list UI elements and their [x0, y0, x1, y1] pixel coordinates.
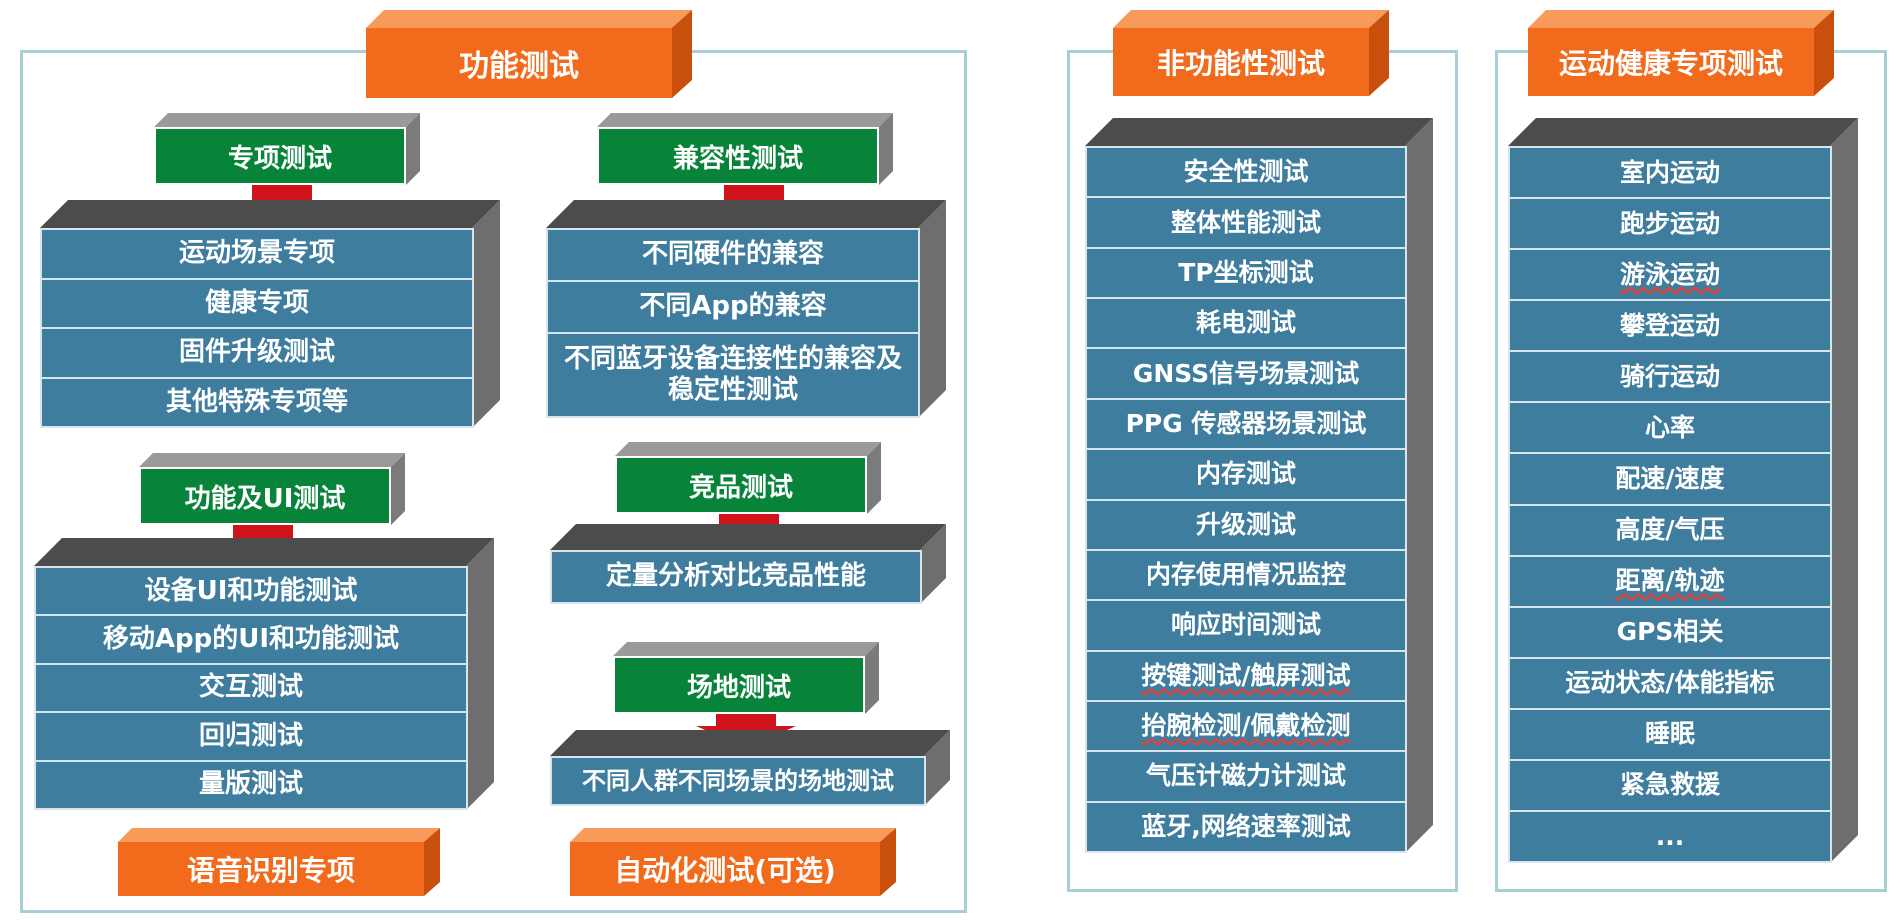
list-item: 骑行运动 — [1510, 350, 1830, 401]
list-item: 定量分析对比竞品性能 — [605, 561, 866, 592]
list-item: 游泳运动 — [1510, 248, 1830, 299]
list-item: PPG 传感器场景测试 — [1087, 397, 1405, 448]
special-box: 运动场景专项 健康专项 固件升级测试 其他特殊专项等 — [40, 200, 500, 428]
field-box: 不同人群不同场景的场地测试 — [550, 730, 950, 806]
list-item: 不同硬件的兼容 — [641, 239, 824, 270]
functional-title: 功能测试 — [366, 28, 672, 98]
list-item: 心率 — [1510, 401, 1830, 452]
compat-header: 兼容性测试 — [597, 127, 879, 185]
field-header-block: 场地测试 — [613, 642, 879, 714]
list-item: 跑步运动 — [1510, 197, 1830, 248]
list-item: 健康专项 — [42, 277, 472, 328]
list-item: GNSS信号场景测试 — [1087, 347, 1405, 397]
competitor-box: 定量分析对比竞品性能 — [550, 524, 946, 604]
list-item: 整体性能测试 — [1087, 196, 1405, 246]
ui-box: 设备UI和功能测试 移动App的UI和功能测试 交互测试 回归测试 量版测试 — [34, 538, 494, 810]
list-item: 蓝牙,网络速率测试 — [1087, 800, 1405, 851]
list-item: TP坐标测试 — [1087, 246, 1405, 297]
list-item: GPS相关 — [1510, 605, 1830, 657]
nonfunctional-title-block: 非功能性测试 — [1113, 10, 1389, 96]
special-header-block: 专项测试 — [154, 113, 420, 185]
ui-header-block: 功能及UI测试 — [139, 453, 405, 525]
list-item: 耗电测试 — [1087, 297, 1405, 347]
list-item: 移动App的UI和功能测试 — [36, 614, 466, 662]
list-item: 运动状态/体能指标 — [1510, 656, 1830, 708]
list-item: 配速/速度 — [1510, 452, 1830, 503]
list-item: 安全性测试 — [1183, 157, 1309, 187]
competitor-header-block: 竞品测试 — [615, 442, 881, 514]
list-item: 不同蓝牙设备连接性的兼容及稳定性测试 — [548, 332, 918, 416]
list-item: 内存测试 — [1087, 448, 1405, 498]
auto-label: 自动化测试(可选) — [570, 842, 880, 896]
list-item: ... — [1510, 810, 1830, 861]
list-item: 交互测试 — [36, 662, 466, 711]
list-item: 高度/气压 — [1510, 503, 1830, 555]
list-item: 不同App的兼容 — [548, 280, 918, 332]
nonfunctional-box: 安全性测试 整体性能测试 TP坐标测试 耗电测试 GNSS信号场景测试 PPG … — [1085, 118, 1433, 853]
competitor-header: 竞品测试 — [615, 456, 867, 514]
list-item: 升级测试 — [1087, 498, 1405, 549]
list-item: 固件升级测试 — [42, 327, 472, 377]
list-item: 睡眠 — [1510, 707, 1830, 759]
compat-header-block: 兼容性测试 — [597, 113, 893, 185]
sports-title-block: 运动健康专项测试 — [1528, 10, 1834, 96]
ui-header: 功能及UI测试 — [139, 467, 391, 525]
list-item: 紧急救援 — [1510, 758, 1830, 810]
auto-label-block: 自动化测试(可选) — [570, 828, 896, 896]
functional-title-block: 功能测试 — [366, 10, 692, 98]
list-item: 回归测试 — [36, 711, 466, 759]
list-item: 其他特殊专项等 — [42, 376, 472, 427]
voice-label: 语音识别专项 — [118, 842, 424, 896]
list-item: 不同人群不同场景的场地测试 — [582, 766, 894, 795]
list-item: 室内运动 — [1619, 157, 1720, 187]
list-item: 设备UI和功能测试 — [144, 575, 358, 606]
compat-box: 不同硬件的兼容 不同App的兼容 不同蓝牙设备连接性的兼容及稳定性测试 — [546, 200, 946, 418]
nonfunctional-title: 非功能性测试 — [1113, 28, 1369, 96]
list-item: 运动场景专项 — [178, 238, 335, 269]
list-item: 响应时间测试 — [1087, 599, 1405, 649]
list-item: 攀登运动 — [1510, 299, 1830, 350]
list-item: 按键测试/触屏测试 — [1087, 649, 1405, 700]
sports-box: 室内运动 跑步运动 游泳运动 攀登运动 骑行运动 心率 配速/速度 高度/气压 … — [1508, 118, 1858, 863]
list-item: 抬腕检测/佩戴检测 — [1087, 699, 1405, 750]
special-header: 专项测试 — [154, 127, 406, 185]
list-item: 距离/轨迹 — [1510, 554, 1830, 606]
list-item: 量版测试 — [36, 759, 466, 808]
list-item: 内存使用情况监控 — [1087, 548, 1405, 599]
sports-title: 运动健康专项测试 — [1528, 28, 1814, 96]
field-header: 场地测试 — [613, 656, 865, 714]
list-item: 气压计磁力计测试 — [1087, 750, 1405, 800]
voice-label-block: 语音识别专项 — [118, 828, 440, 896]
